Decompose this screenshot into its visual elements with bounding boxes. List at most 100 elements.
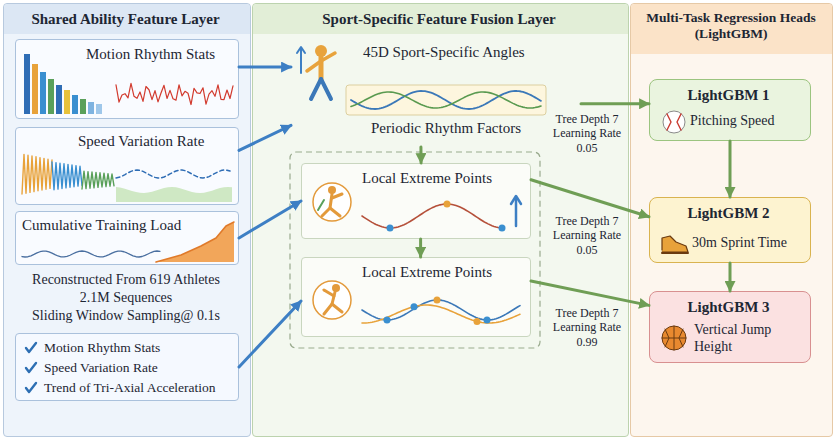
drawing-part xyxy=(52,162,82,190)
drawing-part xyxy=(330,208,340,216)
drawing-part xyxy=(48,79,54,114)
edge-label: Tree Depth 7 Learning Rate 0.99 xyxy=(550,306,624,349)
drawing-part xyxy=(82,171,114,189)
box-heading: LightGBM 2 xyxy=(650,204,807,222)
flow-arrow xyxy=(239,125,291,150)
box-heading: LightGBM 1 xyxy=(650,86,807,104)
drawing-part xyxy=(22,154,52,194)
drawing-part xyxy=(26,383,36,392)
layer-panel: Multi-Task Regression Heads (LightGBM) Li… xyxy=(630,3,833,437)
drawing-part xyxy=(499,224,506,231)
box-text: 45D Sport-Specific Angles xyxy=(363,43,525,61)
drawing-part xyxy=(662,236,688,252)
feature-box: Local Extreme Points xyxy=(301,257,531,337)
model-box: LightGBM 2 30m Sprint Time xyxy=(649,197,811,263)
edge-label: Tree Depth 7 Learning Rate 0.05 xyxy=(550,214,624,257)
drawing-part xyxy=(662,326,686,350)
drawing-part xyxy=(300,49,302,73)
flow-arrow xyxy=(729,141,732,197)
flow-arrow xyxy=(239,301,301,367)
drawing-part xyxy=(484,316,491,323)
box-heading: Sport-Specific Feature Fusion Layer xyxy=(253,10,625,28)
box-text: Local Extreme Points xyxy=(362,169,492,187)
box-text: Motion Rhythm Stats xyxy=(44,340,160,356)
drawing-part xyxy=(26,363,36,372)
flow-arrow xyxy=(239,201,301,238)
box-text: Vertical Jump Height xyxy=(694,322,804,356)
drawing-part xyxy=(290,152,540,348)
box-text: Local Extreme Points xyxy=(362,263,492,281)
drawing-part xyxy=(297,47,305,53)
drawing-part xyxy=(311,79,321,99)
drawing-part xyxy=(679,329,683,347)
drawing-part xyxy=(324,290,334,296)
feature-box: Motion Rhythm Stats xyxy=(15,39,239,119)
feature-box: Local Extreme Points xyxy=(301,163,531,239)
drawing-part xyxy=(321,53,335,61)
drawing-part xyxy=(332,194,342,198)
flow-arrow xyxy=(531,281,649,305)
flow-arrow xyxy=(419,147,422,163)
drawing-part xyxy=(663,111,685,133)
feature-box: Speed Variation Rate xyxy=(15,127,239,205)
drawing-part xyxy=(677,114,681,130)
note-text: Reconstructed From 619 Athletes xyxy=(14,272,238,289)
drawing-part xyxy=(387,224,394,231)
feature-box: Cumulative Training Load xyxy=(15,211,239,265)
drawing-part xyxy=(332,284,340,292)
drawing-part xyxy=(665,329,669,347)
drawing-part xyxy=(116,187,232,202)
flow-arrow xyxy=(239,66,291,69)
flow-arrow xyxy=(531,180,649,217)
flow-arrow xyxy=(419,239,422,257)
drawing-part xyxy=(511,196,521,204)
drawing-part xyxy=(116,170,230,178)
drawing-part xyxy=(362,204,502,228)
drawing-part xyxy=(72,95,78,114)
drawing-part xyxy=(318,200,324,210)
drawing-part xyxy=(474,318,481,325)
drawing-part xyxy=(64,90,70,114)
drawing-part xyxy=(384,316,391,323)
box-heading: Shared Ability Feature Layer xyxy=(4,10,247,28)
model-box: LightGBM 3Vertical Jump Height xyxy=(649,291,811,363)
layer-panel: Shared Ability Feature LayerMotion Rhyth… xyxy=(3,3,251,437)
drawing-part xyxy=(674,326,675,350)
drawing-part xyxy=(662,252,688,254)
checklist-box: Motion Rhythm StatsSpeed Variation RateT… xyxy=(15,333,239,401)
drawing-part xyxy=(321,79,331,99)
drawing-part xyxy=(351,92,541,108)
box-text: Speed Variation Rate xyxy=(78,132,204,150)
drawing-part xyxy=(411,303,418,310)
box-text: Motion Rhythm Stats xyxy=(86,45,215,63)
drawing-part xyxy=(32,64,38,114)
note-text: Sliding Window Sampling@ 0.1s xyxy=(14,308,238,325)
box-heading: Multi-Task Regression Heads (LightGBM) xyxy=(633,10,829,42)
drawing-part xyxy=(332,304,342,312)
box-text: Cumulative Training Load xyxy=(22,216,181,234)
drawing-part xyxy=(40,72,46,114)
box-text: Periodic Rhythm Factors xyxy=(346,119,546,137)
note-text: 2.1M Sequences xyxy=(14,290,238,307)
model-box: LightGBM 1 Pitching Speed xyxy=(649,79,811,141)
drawing-part xyxy=(351,91,541,109)
angle-group: 45D Sport-Specific AnglesPeriodic Rhythm… xyxy=(291,39,581,147)
drawing-part xyxy=(22,251,160,257)
box-text: Pitching Speed xyxy=(690,113,774,130)
edge-label: Tree Depth 7 Learning Rate 0.05 xyxy=(550,112,624,155)
drawing-part xyxy=(313,281,351,319)
drawing-part xyxy=(444,201,451,208)
drawing-part xyxy=(116,83,233,104)
drawing-part xyxy=(80,99,86,114)
drawing-part xyxy=(56,85,62,114)
drawing-part xyxy=(307,61,321,71)
box-text: Speed Variation Rate xyxy=(44,360,158,376)
drawing-part xyxy=(346,85,546,115)
drawing-part xyxy=(322,194,332,216)
drawing-part xyxy=(667,114,671,130)
box-text: Trend of Tri-Axial Acceleration xyxy=(44,380,216,396)
drawing-part xyxy=(515,198,518,226)
drawing-part xyxy=(96,104,102,114)
box-text: 30m Sprint Time xyxy=(692,235,787,252)
